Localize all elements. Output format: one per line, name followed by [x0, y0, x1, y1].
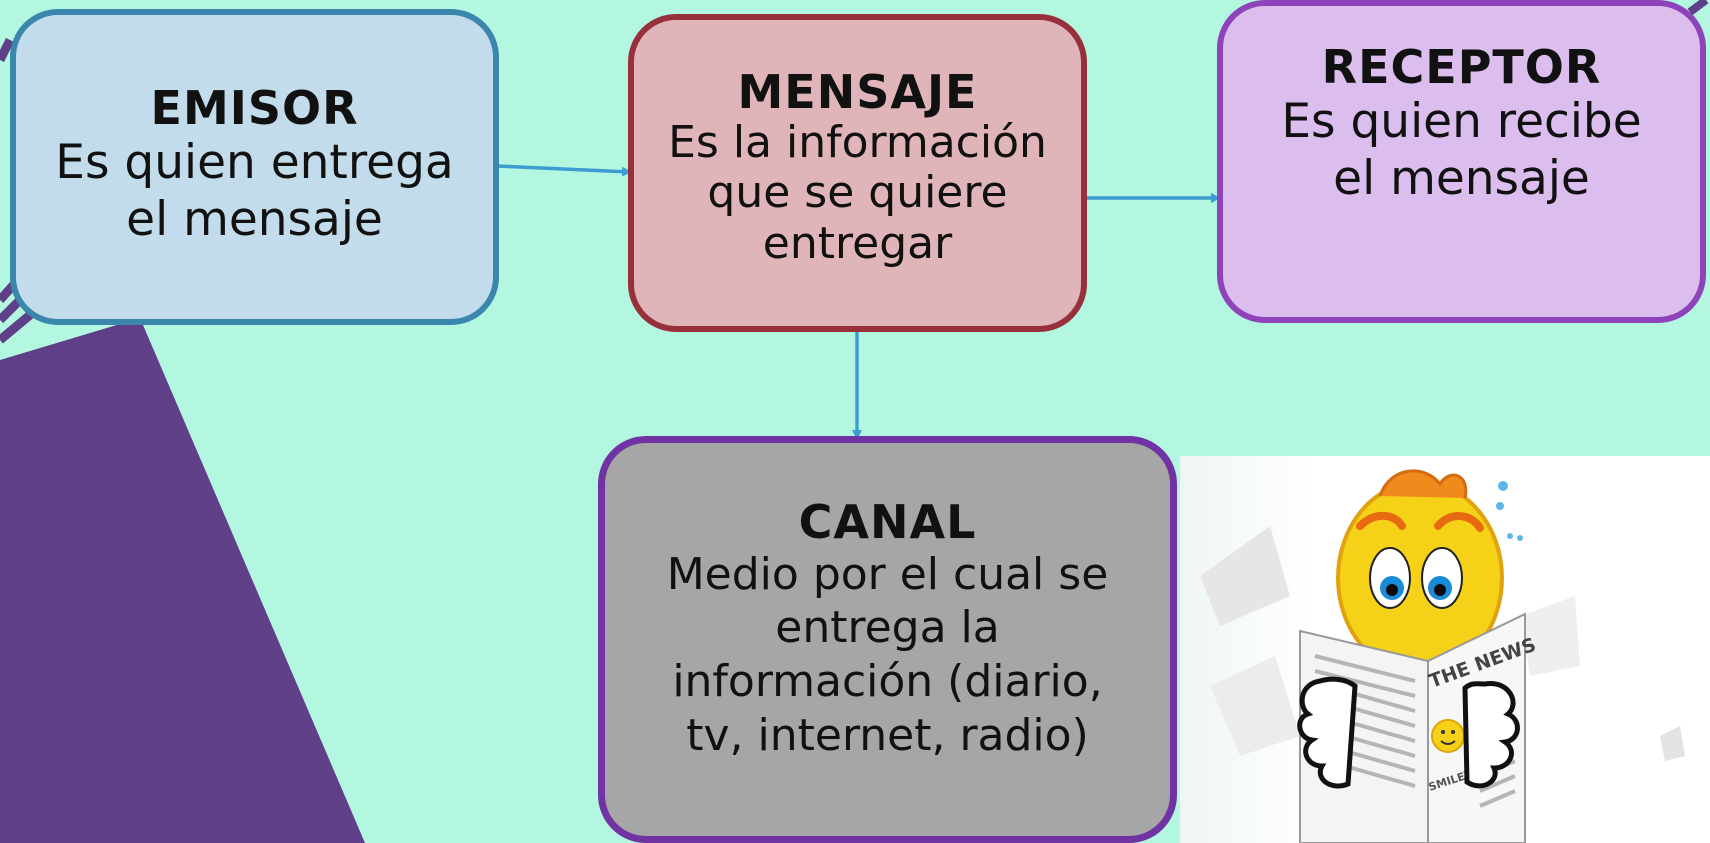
canal-description-line: Medio por el cual se [666, 548, 1109, 600]
mensaje-description-line: entregar [762, 217, 953, 269]
emisor-description-line: el mensaje [126, 191, 383, 247]
receptor-description-line: el mensaje [1333, 150, 1590, 206]
emisor-box: EMISOR Es quien entrega el mensaje [10, 9, 499, 325]
canal-box: CANAL Medio por el cual se entrega la in… [598, 436, 1177, 843]
mensaje-title: MENSAJE [737, 65, 978, 119]
emisor-description-line: Es quien entrega [55, 134, 454, 190]
mensaje-box: MENSAJE Es la información que se quiere … [628, 14, 1087, 332]
receptor-description-line: Es quien recibe [1281, 93, 1642, 149]
smiley-reading-newspaper-illustration: THE NEWS SMILEY WINS [1180, 456, 1710, 843]
mensaje-description-line: Es la información [668, 116, 1047, 168]
mensaje-description-line: que se quiere [707, 167, 1008, 219]
canal-description-line: entrega la [775, 602, 1000, 654]
receptor-box: RECEPTOR Es quien recibe el mensaje [1217, 0, 1706, 323]
receptor-title: RECEPTOR [1321, 40, 1602, 94]
canal-description-line: información (diario, [672, 655, 1103, 707]
arrow-emisor-to-mensaje [496, 164, 632, 177]
smiley-reading-icon: THE NEWS SMILEY WINS [1200, 469, 1685, 843]
canal-title: CANAL [798, 495, 977, 549]
canal-description-line: tv, internet, radio) [686, 709, 1089, 761]
emisor-title: EMISOR [150, 81, 359, 135]
decorative-stripes-top-right [1687, 0, 1709, 16]
